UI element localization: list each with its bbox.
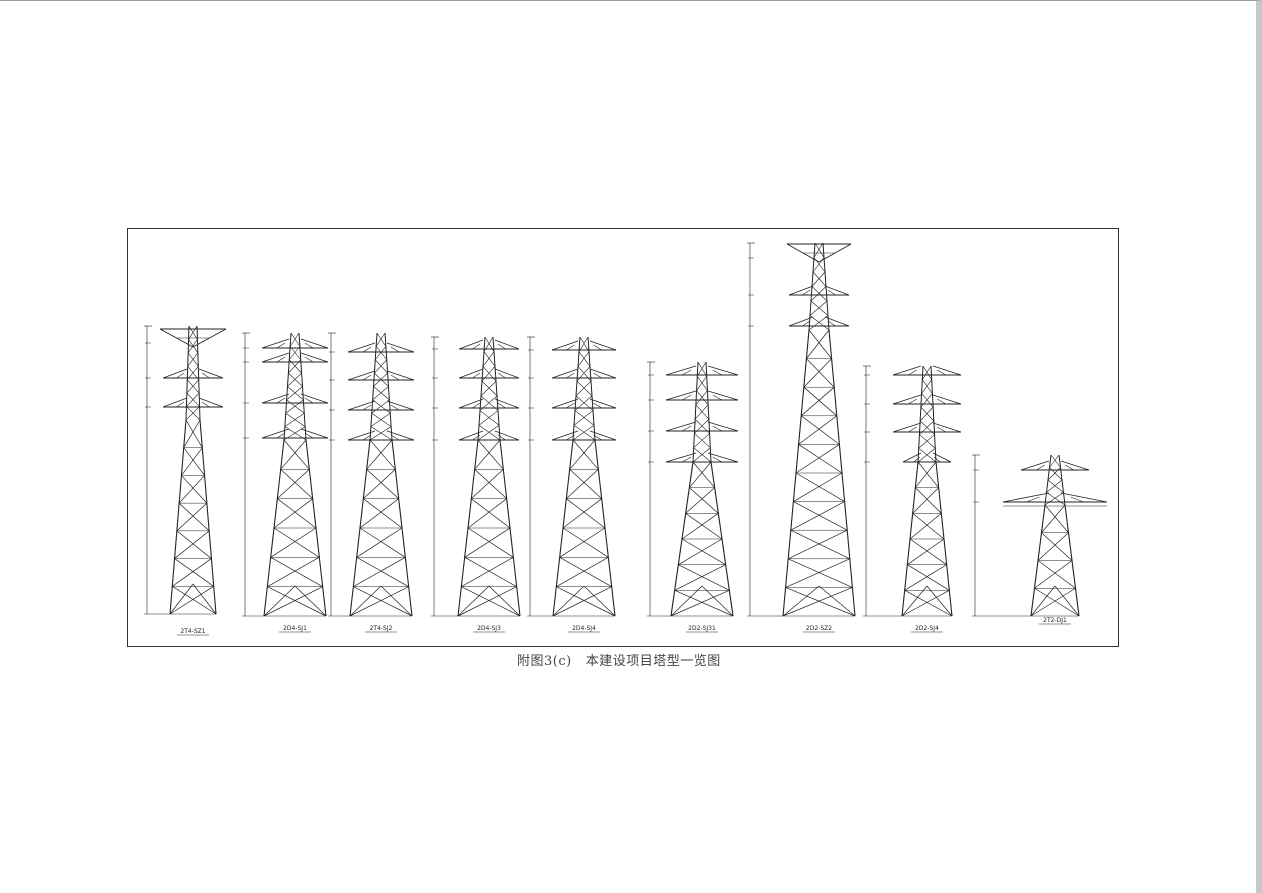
tower-2: 2D4-SJ1 bbox=[242, 332, 329, 633]
height-dimension bbox=[431, 336, 458, 617]
cross-arm bbox=[347, 430, 415, 441]
cross-arm bbox=[902, 452, 952, 463]
tower-label: 2D4-SJ4 bbox=[572, 625, 596, 632]
height-dimension bbox=[144, 325, 170, 615]
cross-arm bbox=[261, 352, 329, 363]
tower-label: 2T4-SZ1 bbox=[180, 628, 205, 635]
cross-arm bbox=[665, 421, 739, 432]
height-dimension bbox=[747, 242, 783, 617]
caption-text: 本建设项目塔型一览图 bbox=[585, 654, 721, 669]
tower-8: 2D2-SJ4 bbox=[863, 365, 962, 633]
cross-arm bbox=[551, 430, 617, 441]
cross-arm bbox=[1020, 460, 1090, 471]
tower-6: 2D2-SJ31 bbox=[647, 361, 739, 633]
cross-arm bbox=[788, 285, 850, 296]
caption-number: 附图3(c) bbox=[517, 654, 572, 669]
tower-5: 2D4-SJ4 bbox=[527, 336, 617, 633]
tower-label: 2D4-SJ3 bbox=[477, 625, 501, 632]
drawing-frame bbox=[127, 228, 1119, 647]
cross-arm bbox=[458, 339, 520, 350]
cross-arm bbox=[458, 368, 520, 379]
cross-arm bbox=[458, 430, 520, 441]
tower-label: 2D4-SJ1 bbox=[283, 625, 307, 632]
height-dimension bbox=[972, 454, 1031, 617]
height-dimension bbox=[647, 361, 671, 617]
tower-label: 2T4-SJ2 bbox=[370, 625, 393, 632]
tower-label: 2D2-SJ4 bbox=[915, 625, 939, 632]
cross-arm bbox=[551, 340, 617, 351]
cross-arm bbox=[347, 400, 415, 411]
figure-caption: 附图3(c) 本建设项目塔型一览图 bbox=[517, 650, 757, 669]
cross-arm bbox=[347, 370, 415, 381]
cross-arm bbox=[1002, 492, 1108, 507]
cross-arm bbox=[261, 338, 329, 349]
tower-7: 2D2-SZ2 bbox=[747, 242, 856, 633]
cross-arm bbox=[162, 397, 224, 408]
height-dimension bbox=[863, 365, 902, 617]
height-dimension bbox=[242, 332, 264, 617]
cross-arm bbox=[786, 243, 852, 263]
cross-arm bbox=[347, 342, 415, 353]
cross-arm bbox=[892, 394, 962, 405]
height-dimension bbox=[527, 336, 553, 617]
cross-arm bbox=[159, 328, 227, 348]
tower-label: 2T2-DJ1 bbox=[1043, 617, 1067, 624]
height-dimension bbox=[328, 332, 350, 617]
cross-arm bbox=[892, 422, 962, 433]
cross-arm bbox=[665, 452, 739, 463]
cross-arm bbox=[261, 428, 329, 439]
tower-9: 2T2-DJ1 bbox=[972, 454, 1108, 625]
cross-arm bbox=[551, 368, 617, 379]
cross-arm bbox=[458, 398, 520, 409]
cross-arm bbox=[261, 393, 329, 404]
tower-4: 2D4-SJ3 bbox=[431, 336, 521, 633]
tower-1: 2T4-SZ1 bbox=[144, 325, 227, 636]
cross-arm bbox=[665, 390, 739, 401]
tower-label: 2D2-SJ31 bbox=[688, 625, 716, 632]
cross-arm bbox=[665, 365, 739, 376]
cross-arm bbox=[788, 316, 850, 327]
tower-3: 2T4-SJ2 bbox=[328, 332, 415, 633]
tower-label: 2D2-SZ2 bbox=[806, 625, 832, 632]
cross-arm bbox=[162, 368, 224, 379]
cross-arm bbox=[551, 398, 617, 409]
towers-layer: 2T4-SZ1 2D4-SJ1 2T4-SJ2 2D4-SJ3 2D4-SJ4 2D2-S… bbox=[144, 242, 1108, 636]
cross-arm bbox=[892, 365, 962, 376]
